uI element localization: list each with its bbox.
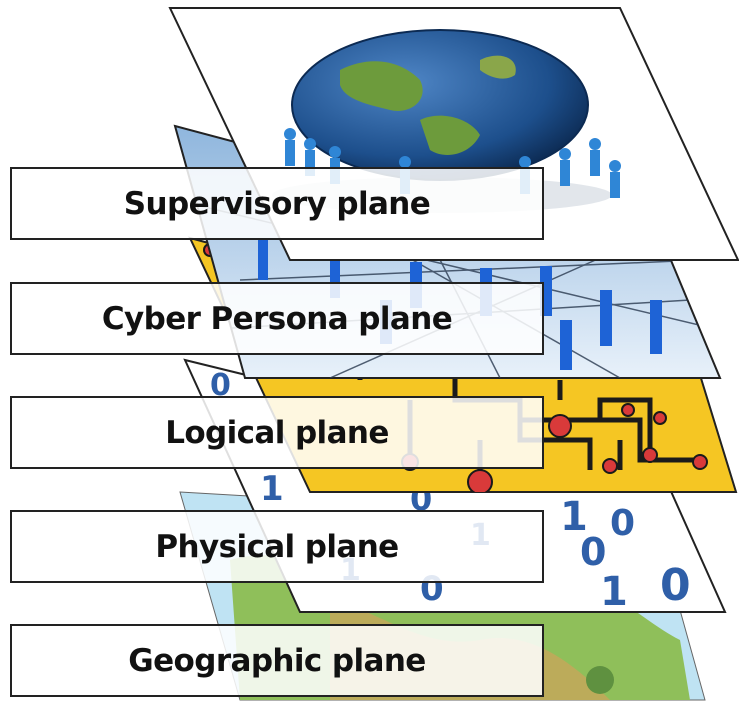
binary-digit: 0 xyxy=(210,368,231,403)
supervisory-plane-label: Supervisory plane xyxy=(10,167,544,240)
binary-digit: 0 xyxy=(580,530,606,574)
logical-plane-label: Logical plane xyxy=(10,396,544,469)
physical-plane-label: Physical plane xyxy=(10,510,544,583)
cyber-persona-plane-label: Cyber Persona plane xyxy=(10,282,544,355)
binary-digit: 1 xyxy=(600,569,628,615)
binary-digit: 1 xyxy=(560,494,588,540)
binary-digit: 1 xyxy=(260,469,284,509)
binary-digit: 0 xyxy=(610,503,635,544)
globe-icon xyxy=(291,29,589,181)
geographic-plane-label: Geographic plane xyxy=(10,624,544,697)
binary-digit: 0 xyxy=(660,560,691,611)
